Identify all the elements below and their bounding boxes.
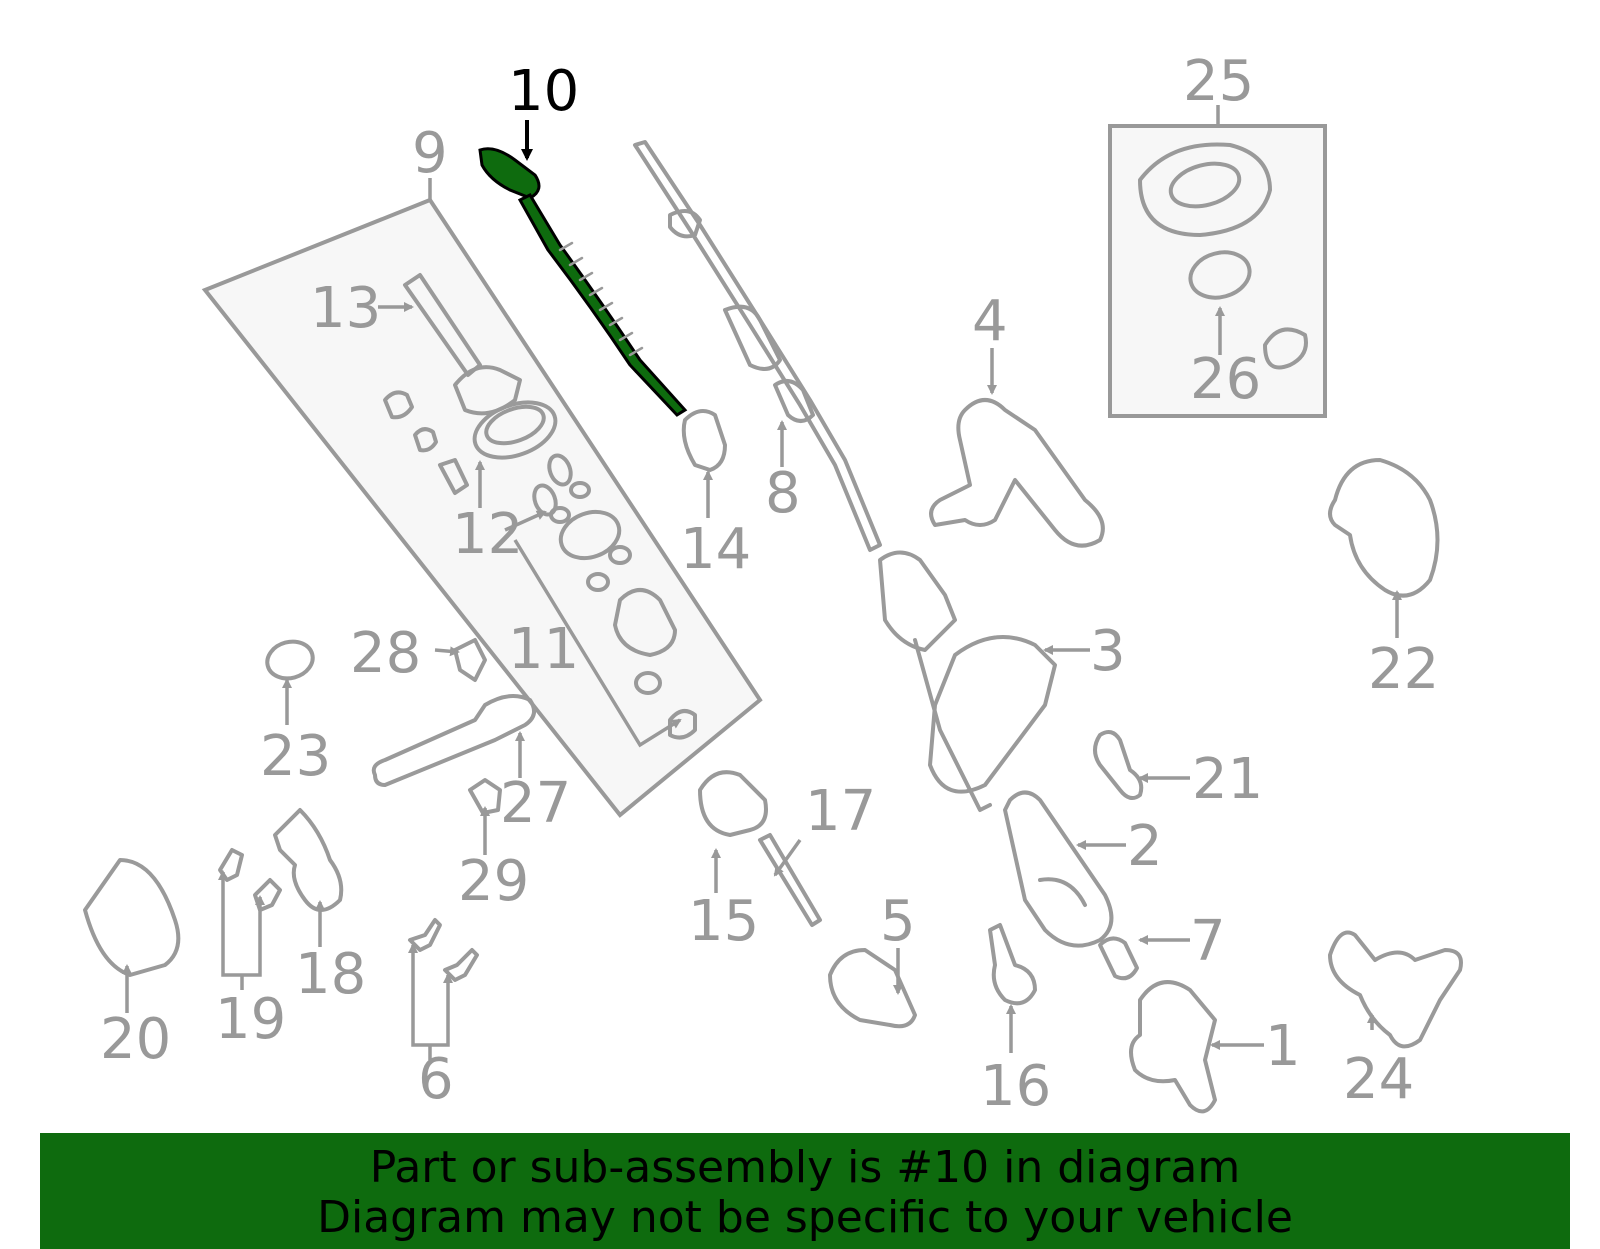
callout-28: 28 [350,621,421,686]
callout-18: 18 [295,942,366,1007]
part-4 [929,398,1105,548]
part-5 [828,948,917,1029]
part-16 [988,923,1037,1006]
callout-27: 27 [500,771,571,836]
callout-13: 13 [310,276,381,341]
part-19 [218,848,282,912]
part-24 [1328,930,1463,1049]
callout-5: 5 [880,889,916,954]
leader-lines [122,105,1402,1060]
part-6 [408,918,479,982]
callout-20: 20 [100,1007,171,1072]
part-3-column-housing [878,550,1057,812]
part-15 [698,770,768,837]
callout-2: 2 [1127,814,1163,879]
kit-9-box [201,197,763,818]
callout-1: 1 [1265,1014,1301,1079]
callout-8: 8 [765,461,801,526]
callout-6: 6 [418,1047,454,1112]
part-27 [371,694,536,787]
callout-4: 4 [972,289,1008,354]
callout-11: 11 [508,617,579,682]
part-1 [1129,980,1217,1114]
part-22 [1328,458,1440,598]
part-2-column-tube [1003,790,1114,948]
callout-15: 15 [688,889,759,954]
callout-19: 19 [215,987,286,1052]
callout-24: 24 [1343,1047,1414,1112]
callout-17: 17 [805,779,876,844]
banner-line-1: Part or sub-assembly is #10 in diagram [369,1142,1241,1193]
info-banner: Part or sub-assembly is #10 in diagram D… [40,1133,1570,1249]
kit-9-components [383,390,697,740]
callout-10: 10 [508,59,579,124]
part-23 [265,639,315,681]
callout-29: 29 [458,849,529,914]
callout-numbers: 10 9 25 13 12 11 14 8 4 3 2 7 1 5 16 15 … [100,49,1439,1119]
part-17 [758,833,822,927]
part-18 [273,808,344,912]
part-13 [403,273,522,416]
part-12 [472,400,558,460]
callout-22: 22 [1368,637,1439,702]
callout-9: 9 [412,121,448,186]
callout-25: 25 [1183,49,1254,114]
callout-7: 7 [1190,909,1226,974]
part-28 [453,638,487,682]
callout-14: 14 [680,517,751,582]
part-7 [1098,936,1139,981]
callout-23: 23 [260,724,331,789]
part-20 [83,858,181,977]
callout-21: 21 [1192,747,1263,812]
callout-3: 3 [1090,619,1126,684]
part-8-steering-shaft [633,140,882,552]
callout-12: 12 [452,502,523,567]
part-10-intermediate-shaft[interactable] [478,147,688,417]
callout-26: 26 [1190,347,1261,412]
part-21 [1093,729,1144,801]
part-25-kit-items [1138,142,1308,370]
banner-line-2: Diagram may not be specific to your vehi… [317,1192,1293,1243]
part-14 [681,409,727,472]
callout-16: 16 [980,1054,1051,1119]
